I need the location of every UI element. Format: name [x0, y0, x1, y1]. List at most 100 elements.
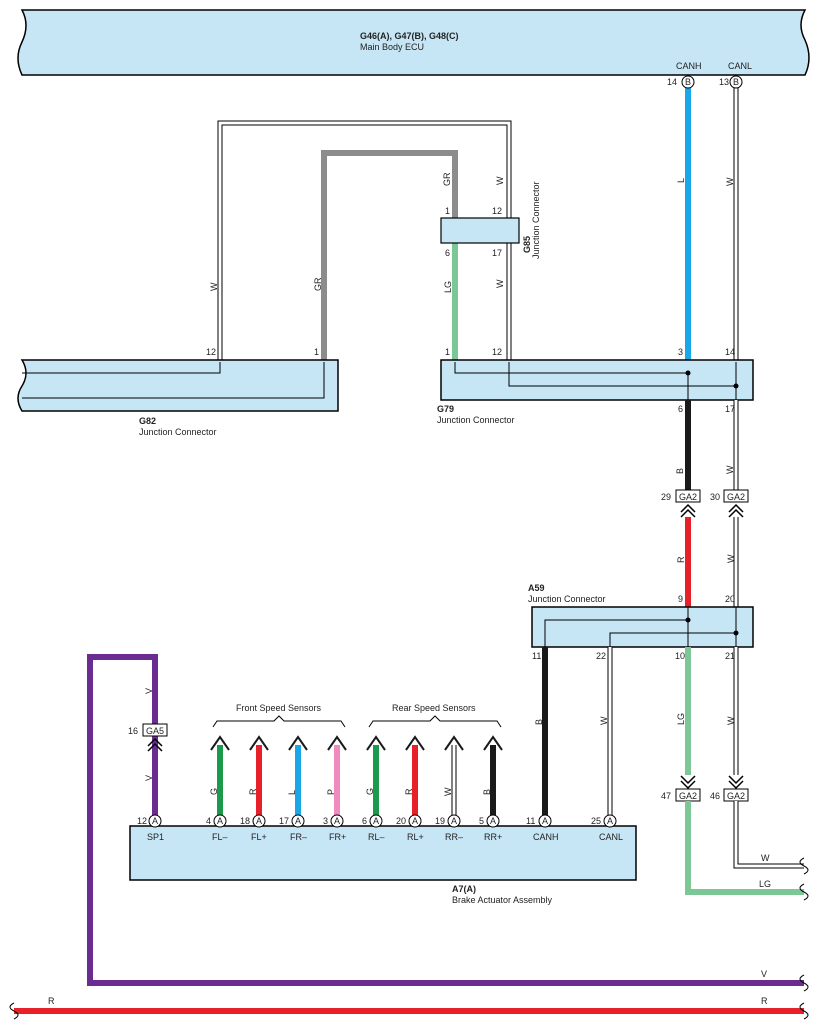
wire-label-w-rr: W: [443, 787, 453, 796]
g85-pin12: 12: [492, 206, 502, 216]
a7-pin-canl: A 25 CANL: [591, 814, 623, 842]
ga2-pin-30: 30: [710, 492, 720, 502]
svg-text:A: A: [217, 816, 223, 826]
ecu-canl-label: CANL: [728, 61, 752, 71]
svg-text:11: 11: [526, 816, 535, 826]
ga2-pin-29: 29: [661, 492, 671, 502]
g79-pin17: 17: [725, 404, 735, 414]
ecu-pin-canh: [681, 75, 695, 89]
a59-pin11: 11: [532, 651, 541, 661]
svg-text:RL+: RL+: [407, 832, 424, 842]
wire-label-w-a7canl: W: [599, 716, 609, 725]
a7-pin-fl-minus: A 4 FL–: [206, 814, 228, 842]
sensor-wire-rr-plus: B: [482, 735, 503, 816]
wire-label-lg-g85: LG: [443, 281, 453, 293]
rear-sensors-bracket: [368, 715, 502, 728]
wire-label-w-canl3: W: [726, 554, 736, 563]
ecu-pin-canh-num: 14: [667, 77, 677, 87]
g82-id: G82: [139, 416, 156, 426]
wire-break-marks: [799, 857, 809, 901]
wire-label-gr-right: GR: [442, 172, 452, 186]
wire-label-w-canl2: W: [725, 465, 735, 474]
wire-label-l: L: [676, 178, 686, 183]
sensor-wire-fl-minus: G: [209, 735, 230, 816]
ga5-pin: 16: [128, 726, 138, 736]
svg-text:A: A: [490, 816, 496, 826]
svg-text:SP1: SP1: [147, 832, 164, 842]
g82-internal-lines: [22, 362, 325, 399]
wire-label-p-fr: P: [326, 789, 336, 795]
ecu-pin-canl-num: 13: [719, 77, 729, 87]
ga2-chevron-47: [680, 775, 696, 790]
svg-text:6: 6: [362, 816, 367, 826]
svg-text:A: A: [607, 816, 613, 826]
wire-label-b-rr: B: [482, 789, 492, 795]
g79-internal-lines: [454, 362, 736, 400]
ga2-pin-47: 47: [661, 791, 671, 801]
wire-label-w-canl: W: [725, 177, 735, 186]
ga2-chevron-46: [728, 775, 744, 790]
svg-text:FR–: FR–: [290, 832, 307, 842]
a7-pin-rr-minus: A 19 RR–: [435, 814, 463, 842]
svg-text:A: A: [295, 816, 301, 826]
svg-text:FL–: FL–: [212, 832, 228, 842]
a7-pin-fl-plus: A 18 FL+: [240, 814, 267, 842]
g79-pin1: 1: [445, 347, 450, 357]
ecu-pin-canh-tag: B: [685, 77, 691, 87]
sensor-wire-rr-minus: W: [443, 735, 464, 816]
a59-id: A59: [528, 583, 545, 593]
a7-pin-fr-plus: A 3 FR+: [323, 814, 346, 842]
wire-label-r-canh: R: [676, 556, 686, 563]
a7-pin-canh: A 11 CANH: [526, 814, 559, 842]
a7-name: Brake Actuator Assembly: [452, 895, 553, 905]
wire-label-l-fr: L: [287, 790, 297, 795]
svg-text:A: A: [152, 816, 158, 826]
ecu-pin-canl: [729, 75, 743, 89]
a59-pin9: 9: [678, 594, 683, 604]
g79-pin6: 6: [678, 404, 683, 414]
sensor-wire-fl-plus: R: [248, 735, 269, 816]
svg-text:17: 17: [279, 816, 289, 826]
a7-brake-actuator: [129, 825, 637, 881]
svg-text:5: 5: [479, 816, 484, 826]
wire-v: [87, 654, 804, 986]
g79-connector: [440, 359, 754, 401]
sensor-wire-rl-minus: G: [365, 735, 386, 816]
wire-label-w-g85-top: W: [495, 176, 505, 185]
front-sensors-label: Front Speed Sensors: [236, 703, 322, 713]
a59-pin10: 10: [675, 651, 685, 661]
g82-connector: [17, 359, 339, 412]
g82-name: Junction Connector: [139, 427, 217, 437]
wire-label-r-left: R: [48, 996, 55, 1006]
svg-text:A: A: [334, 816, 340, 826]
wire-label-g-rl: G: [365, 788, 375, 795]
a59-pin22: 22: [596, 651, 606, 661]
g79-pin14: 14: [725, 347, 735, 357]
g79-name: Junction Connector: [437, 415, 515, 425]
wire-label-w-a59: W: [726, 716, 736, 725]
ga2-chevron-30: [728, 503, 744, 518]
g85-pin1: 1: [445, 206, 450, 216]
wire-gr: [321, 150, 458, 362]
wire-r-breaks: [9, 1002, 809, 1020]
svg-text:A: A: [451, 816, 457, 826]
svg-text:3: 3: [323, 816, 328, 826]
sensor-wire-fr-minus: L: [287, 735, 308, 816]
g85-pin17: 17: [492, 248, 502, 258]
g79-pin12: 12: [492, 347, 502, 357]
g79-splice-canh: [685, 370, 691, 376]
main-body-ecu-box: [17, 9, 810, 76]
wire-label-lg-a59: LG: [676, 713, 686, 725]
wire-label-v-top: V: [144, 688, 154, 694]
svg-text:CANH: CANH: [533, 832, 559, 842]
a59-name: Junction Connector: [528, 594, 606, 604]
svg-text:12: 12: [137, 816, 147, 826]
wire-v-break: [799, 974, 809, 992]
a59-connector: [531, 606, 754, 648]
g85-id: G85: [522, 236, 532, 253]
sensor-wire-fr-plus: P: [326, 735, 347, 816]
svg-text:FL+: FL+: [251, 832, 267, 842]
a59-splice-canh: [685, 617, 691, 623]
ga2-pin-46: 46: [710, 791, 720, 801]
